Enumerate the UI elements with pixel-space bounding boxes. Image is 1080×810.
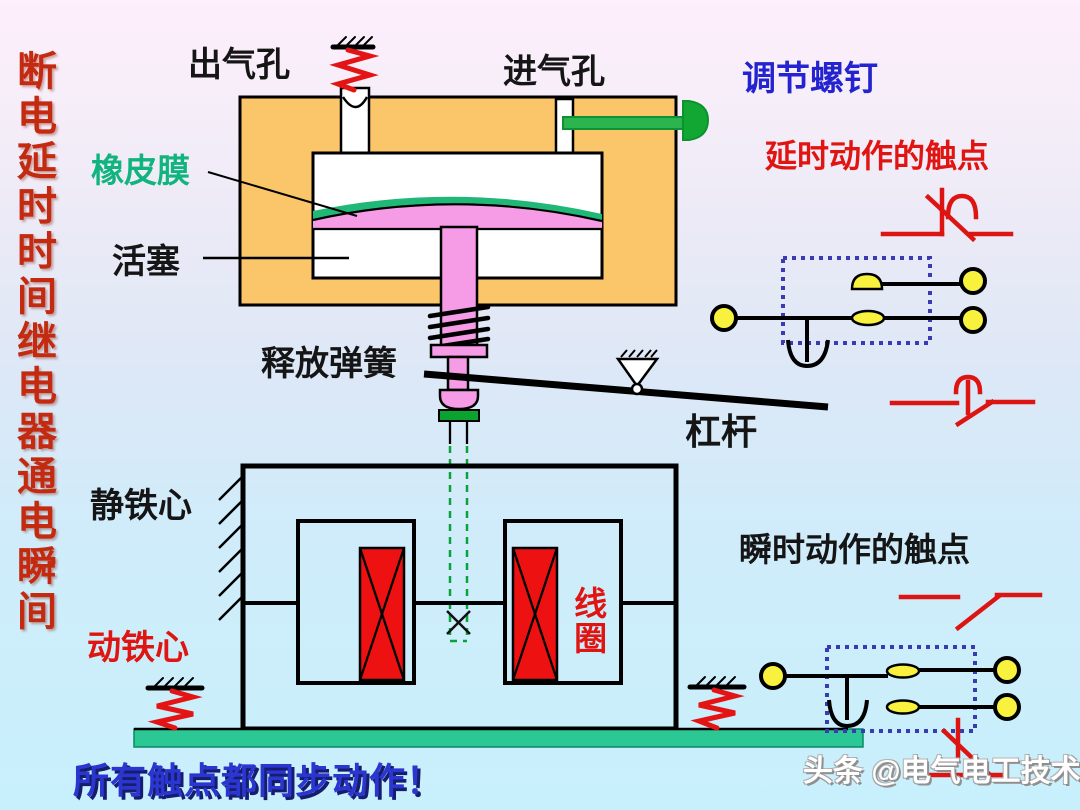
dotted-boundary [825, 645, 977, 733]
base-bar [133, 728, 864, 748]
pivot-hatch [620, 349, 658, 358]
delayed-contact-block [710, 256, 987, 369]
pivot-triangle [615, 357, 660, 389]
label-coil: 线圈 [569, 586, 607, 656]
hatch-marks [154, 677, 194, 687]
label-moving-core: 动铁心 [87, 629, 189, 667]
hatch-marks [337, 36, 373, 46]
electromagnet [218, 463, 679, 732]
hatch-marks [696, 676, 736, 686]
watermark: 头条 @电气电工技术 [803, 755, 1080, 788]
wall-hatch [218, 475, 244, 621]
actuator-cup [786, 339, 830, 369]
instant-contact-block [759, 645, 1021, 733]
armature-spring-right [687, 676, 747, 731]
actuator-cup [827, 699, 869, 729]
instant-nc-contact-symbol [917, 717, 1006, 779]
contact-pad [885, 663, 921, 679]
outlet-spring [329, 36, 380, 93]
outlet-valve-arc [341, 96, 369, 109]
delayed-nc-contact-symbol [880, 187, 1014, 243]
release-spring-assembly [427, 304, 491, 643]
terminal [759, 662, 787, 690]
contact-pad [850, 309, 886, 327]
bobbin-right [503, 519, 623, 685]
red-spring-zigzag [690, 687, 745, 731]
contact-pad [850, 272, 884, 291]
coil-left [358, 546, 406, 682]
pivot-pin [630, 382, 644, 396]
lever-bar [423, 370, 829, 411]
delayed-no-contact-symbol [889, 374, 1036, 428]
contact-pad [885, 699, 921, 715]
screw-knob [682, 100, 710, 141]
membrane-outline [312, 203, 603, 223]
terminal [959, 267, 987, 295]
terminal [993, 656, 1021, 684]
label-lever: 杠杆 [685, 411, 758, 452]
green-stopper [438, 409, 480, 422]
adjust-screw[interactable] [562, 100, 710, 141]
label-delayed-contacts: 延时动作的触点 [765, 138, 990, 174]
screw-shaft [562, 116, 686, 130]
sync-note: 所有触点都同步动作！ [73, 760, 444, 801]
terminal [710, 304, 738, 332]
membrane-leader-line [207, 171, 358, 217]
rubber-membrane [313, 196, 602, 221]
red-spring-zigzag [329, 47, 380, 93]
label-piston: 活塞 [112, 243, 180, 281]
label-adjust-screw: 调节螺钉 [742, 60, 878, 98]
red-spring-zigzag [147, 688, 203, 731]
piston-disc [313, 204, 602, 229]
core-frame [240, 463, 679, 732]
plunger-cross-mark [446, 610, 471, 635]
dotted-boundary [781, 256, 932, 345]
label-outlet: 出气孔 [188, 46, 290, 84]
instant-no-contact-symbol [898, 592, 1043, 632]
lever-assembly [423, 349, 829, 411]
bobbin-left [296, 519, 416, 685]
label-static-core: 静铁心 [90, 487, 192, 525]
terminal [959, 306, 987, 334]
rod-cap [438, 388, 480, 411]
coil-right [511, 546, 559, 682]
piston-stem [439, 225, 479, 349]
label-inlet: 进气孔 [503, 53, 605, 91]
flange [429, 343, 489, 359]
plunger-dashed-guides [448, 446, 469, 643]
label-release-spring: 释放弹簧 [261, 345, 397, 383]
label-membrane: 橡皮膜 [91, 152, 190, 189]
terminal [993, 693, 1021, 721]
page-title: 断电延时时间继电器通电瞬间 [11, 50, 55, 635]
armature-spring-left [145, 677, 205, 731]
label-instant-contacts: 瞬时动作的触点 [739, 531, 970, 568]
